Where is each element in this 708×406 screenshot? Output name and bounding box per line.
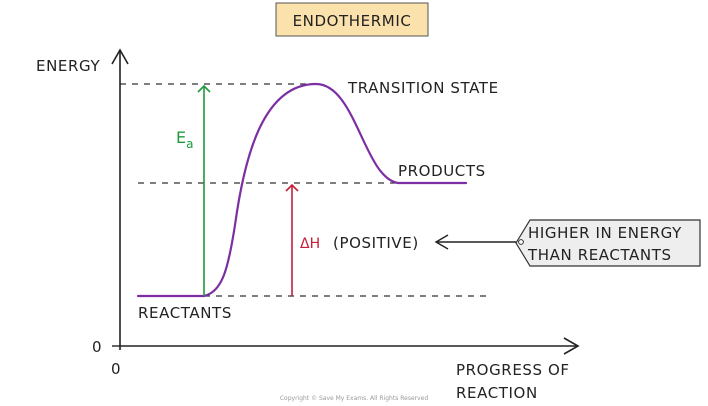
callout-tag-shape [515, 219, 701, 267]
activation-energy-label: Ea [176, 128, 193, 151]
callout-tag: HIGHER IN ENERGY THAN REACTANTS [515, 219, 701, 267]
enthalpy-positive-note: (POSITIVE) [333, 234, 419, 252]
enthalpy-symbol: ΔH [300, 236, 320, 252]
title-box-background [275, 2, 429, 37]
activation-energy-subscript: a [186, 137, 193, 151]
y-axis-label: ENERGY [36, 57, 100, 75]
title: ENDOTHERMIC [293, 12, 412, 30]
callout-tag-hole [518, 239, 524, 245]
reactants-label: REACTANTS [138, 304, 232, 322]
products-label: PRODUCTS [398, 162, 486, 180]
copyright-notice: Copyright © Save My Exams. All Rights Re… [280, 395, 429, 402]
callout-line1: HIGHER IN ENERGY [528, 224, 682, 242]
reaction-energy-curve [136, 82, 468, 298]
callout-line2: THAN REACTANTS [527, 246, 672, 264]
y-axis-arrowhead [111, 48, 129, 65]
x-axis-label-line1: PROGRESS OF [456, 361, 570, 379]
callout-pointer-arrowhead [434, 234, 449, 250]
x-axis-zero-label: 0 [111, 360, 121, 378]
transition-state-label: TRANSITION STATE [347, 79, 499, 97]
y-axis-zero-label: 0 [92, 338, 102, 356]
x-axis-arrowhead [563, 337, 580, 355]
x-axis-label-line2: REACTION [456, 384, 538, 402]
activation-energy-symbol: E [176, 128, 186, 147]
title-box: ENDOTHERMIC [275, 2, 429, 37]
axes [111, 48, 580, 355]
